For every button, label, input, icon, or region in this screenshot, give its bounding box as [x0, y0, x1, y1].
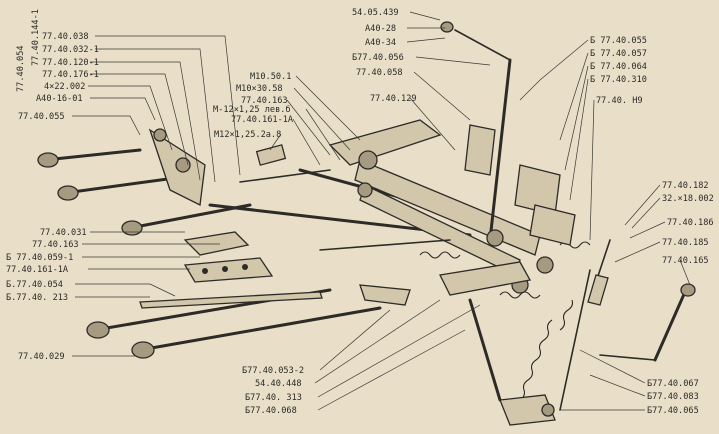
label-77-40-120-1: 77.40.120-1: [42, 58, 99, 68]
labels-bottom: Б77.40.053-2 54.40.448 Б77.40. 313 Б77.4…: [242, 366, 699, 416]
labels-center: М10.50.1 М10×30.58 77.40.163 М-12×1,25 л…: [213, 8, 417, 140]
label-77-40-163: 77.40.163: [32, 240, 79, 250]
label-77-40-058: 77.40.058: [356, 68, 403, 78]
label-vertical-77-40-054: 77.40.054: [16, 45, 26, 92]
label-b77-40-059-1: Б 77.40.059-1: [6, 253, 73, 263]
label-77-40-029: 77.40.029: [18, 352, 65, 362]
label-77-40-129: 77.40.129: [370, 94, 417, 104]
label-77-40-032-1: 77.40.032-1: [42, 45, 99, 55]
label-a40-16-01: A40-16-01: [36, 94, 83, 104]
label-b77-40-067: Б77.40.067: [647, 379, 699, 389]
left-arms-group: [37, 128, 382, 359]
label-77-40-031: 77.40.031: [40, 228, 87, 238]
labels-right: Б 77.40.055 Б 77.40.057 Б 77.40.064 Б 77…: [590, 36, 714, 266]
label-77-40-038: 77.40.038: [42, 32, 89, 42]
label-54-05-439: 54.05.439: [352, 8, 399, 18]
label-a40-28: А40-28: [365, 24, 396, 34]
label-b77-40-057: Б 77.40.057: [590, 49, 647, 59]
label-b77-40-310: Б 77.40.310: [590, 75, 647, 85]
label-77-40-186: 77.40.186: [667, 218, 714, 228]
label-m10x30-58: М10×30.58: [236, 84, 283, 94]
label-b77-40-213: Б.77.40. 213: [6, 293, 68, 303]
label-b77-40-056: Б77.40.056: [352, 53, 404, 63]
label-m10-50-1: М10.50.1: [250, 72, 291, 82]
label-b77-40-065: Б77.40.065: [647, 406, 699, 416]
label-54-40-448: 54.40.448: [255, 379, 302, 389]
leader-lines: [72, 11, 691, 411]
label-b77-40-054: Б.77.40.054: [6, 280, 63, 290]
label-b77-40-083: Б77.40.083: [647, 392, 699, 402]
pedal-lever-group: [440, 21, 576, 294]
label-77-40-163-center: 77.40.163: [241, 96, 288, 106]
label-77-40-161-1a: 77.40.161-1А: [6, 265, 69, 275]
label-77-40-055: 77.40.055: [18, 112, 65, 122]
label-b77-40-064: Б 77.40.064: [590, 62, 647, 72]
label-32x18-002: 32.×18.002: [662, 194, 714, 204]
label-4x22-002: 4×22.002: [44, 82, 85, 92]
label-a40-34: А40-34: [365, 38, 396, 48]
label-vertical-77-40-144-1: 77.40.144-1: [31, 9, 41, 66]
label-77-40-161-1a-center: 77.40.161-1А: [231, 115, 294, 125]
label-m12x125-lev: М-12×1,25 лев.б: [213, 104, 291, 115]
label-77-40-185: 77.40.185: [662, 238, 709, 248]
lower-linkage-group: [359, 239, 696, 426]
labels-left: 77.40.054 77.40.144-1 77.40.038 77.40.03…: [6, 9, 99, 362]
label-77-40-165: 77.40.165: [662, 256, 709, 266]
label-77-40-h9: 77.40. Н9: [596, 96, 643, 106]
label-b77-40-068: Б77.40.068: [245, 406, 297, 416]
label-b77-40-313: Б77.40. 313: [245, 393, 302, 403]
label-b77-40-053-2: Б77.40.053-2: [242, 366, 304, 376]
label-77-40-176-1: 77.40.176-1: [42, 70, 99, 80]
label-b77-40-055: Б 77.40.055: [590, 36, 647, 46]
label-77-40-182: 77.40.182: [662, 181, 709, 191]
label-m12x125-2a8: М12×1,25.2а.8: [214, 130, 281, 140]
